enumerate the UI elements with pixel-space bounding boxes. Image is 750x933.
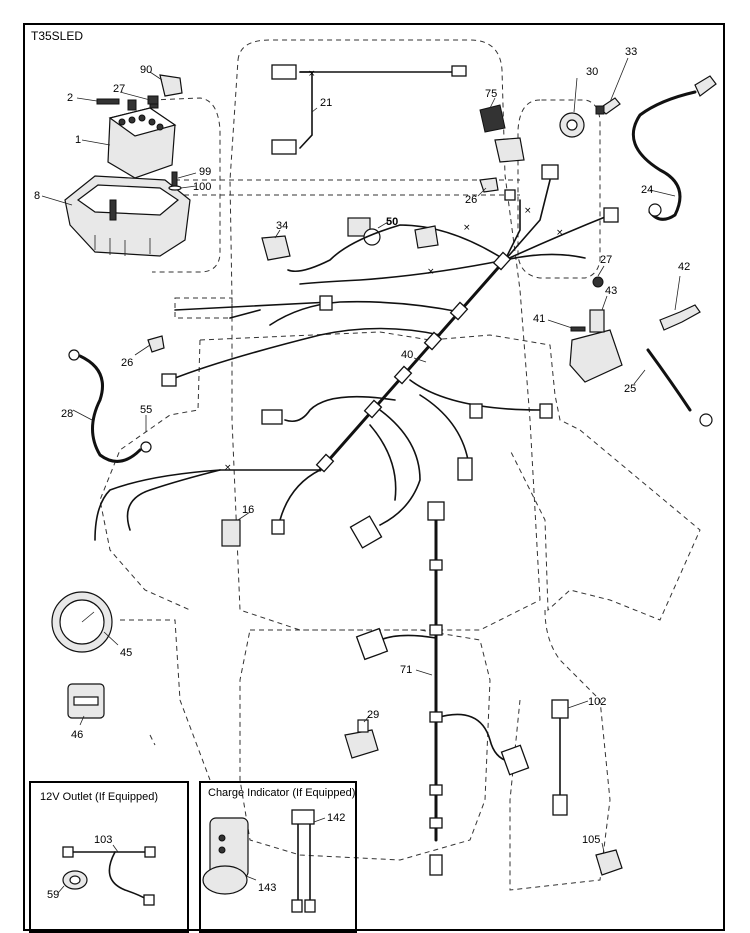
callout-43: 43 [605,285,617,297]
callout-42: 42 [678,261,690,273]
callout-40: 40 [401,349,413,361]
outlet-inset: 12V Outlet (If Equipped) [29,781,189,933]
callout-105: 105 [582,834,600,846]
callout-41: 41 [533,313,545,325]
switches [147,97,623,876]
callout-59: 59 [47,889,59,901]
main-harness: × × × × × [94,137,619,549]
solenoid [569,276,701,383]
callout-1: 1 [75,134,81,146]
callout-45: 45 [120,647,132,659]
callout-103: 103 [94,834,112,846]
harness-102 [551,699,569,816]
callout-2: 2 [67,92,73,104]
callout-46: 46 [71,729,83,741]
svg-text:×: × [427,267,435,277]
callout-30: 30 [586,66,598,78]
callout-28: 28 [61,408,73,420]
charge-indicator-inset: Charge Indicator (If Equipped) [199,781,357,933]
callout-100: 100 [193,181,211,193]
callout-24: 24 [641,184,653,196]
callout-33: 33 [625,46,637,58]
model-code: T35SLED [31,29,83,43]
callout-50: 50 [386,216,398,228]
callout-27-battery: 27 [113,83,125,95]
chassis-outlines [99,39,701,891]
callout-71: 71 [400,664,412,676]
svg-text:×: × [556,228,564,238]
battery-cables [68,75,717,463]
callout-90: 90 [140,64,152,76]
callout-16: 16 [242,504,254,516]
callout-26-left: 26 [121,357,133,369]
callout-55: 55 [140,404,152,416]
svg-text:×: × [224,463,232,473]
svg-text:×: × [524,206,532,216]
svg-text:×: × [308,69,316,79]
callout-25: 25 [624,383,636,395]
callout-21: 21 [320,97,332,109]
svg-text:Charge Indicator (If Equipped): Charge Indicator (If Equipped) [208,787,355,799]
callout-26-top: 26 [465,194,477,206]
callout-102: 102 [588,696,606,708]
callout-75: 75 [485,88,497,100]
harness-21: × [271,64,467,155]
callout-numbers: 2 27 90 1 8 99 100 21 34 50 75 30 33 24 … [34,46,690,901]
callout-8: 8 [34,190,40,202]
callout-29: 29 [367,709,379,721]
svg-text:12V Outlet (If Equipped): 12V Outlet (If Equipped) [40,791,158,803]
callout-34: 34 [276,220,288,232]
diagram-frame [23,23,725,931]
gauges [51,591,249,895]
svg-text:×: × [463,223,471,233]
callout-142: 142 [327,812,345,824]
leader-lines [41,57,681,894]
harness-71 [355,501,530,876]
battery-assembly [64,74,191,257]
callout-143: 143 [258,882,276,894]
callout-27-solenoid: 27 [600,254,612,266]
callout-99: 99 [199,166,211,178]
